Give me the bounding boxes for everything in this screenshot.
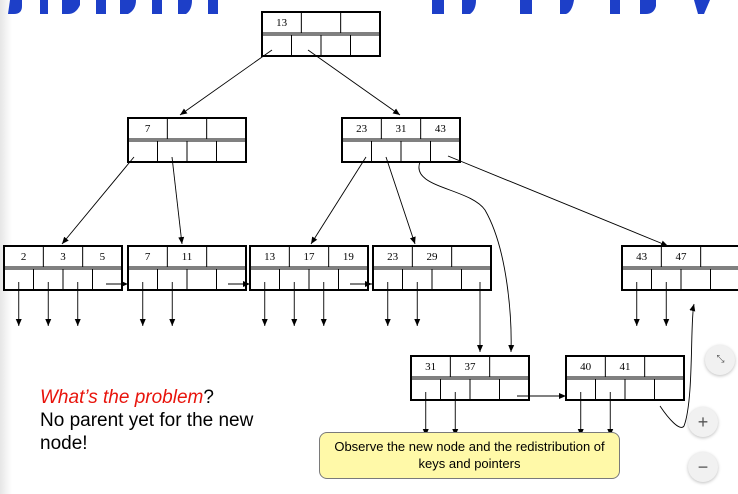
node-leaf7: 40 41	[565, 355, 685, 401]
node-leaf1: 2 3 5	[3, 245, 123, 291]
key-right-0: 23	[356, 123, 368, 135]
pointer-left-leaf1	[61, 156, 135, 245]
pointer-root-right	[307, 49, 401, 116]
record-pointers	[15, 282, 670, 436]
sibling-link-7-5	[659, 303, 696, 428]
problem-question-mark: ?	[203, 387, 214, 408]
key-right-1: 31	[396, 123, 407, 135]
key-leaf5-1: 47	[676, 251, 688, 263]
zoom-out-button[interactable]: −	[688, 452, 718, 482]
key-root-0: 13	[276, 17, 288, 29]
key-leaf6-0: 31	[425, 361, 436, 373]
key-leaf4-1: 29	[427, 251, 439, 263]
problem-question: What’s the problem	[40, 387, 204, 408]
key-leaf1-2: 5	[100, 251, 106, 263]
node-leaf2: 7 11	[127, 245, 247, 291]
observation-callout: Observe the new node and the redistribut…	[319, 432, 620, 479]
node-right: 23 31 43	[341, 117, 461, 163]
node-leaf3: 13 17 19	[249, 245, 369, 291]
key-leaf7-0: 40	[580, 361, 592, 373]
pointer-right-leaf5	[447, 155, 669, 247]
pointer-right-leaf3	[310, 156, 367, 245]
tree-pointers	[61, 49, 696, 428]
pointer-right-leaf6	[418, 161, 515, 353]
pointer-left-leaf2	[171, 156, 185, 245]
node-leaf4: 23 29	[372, 245, 492, 291]
node-root: 13	[261, 11, 381, 57]
key-leaf2-1: 11	[182, 251, 193, 263]
key-leaf6-1: 37	[465, 361, 477, 373]
key-left-0: 7	[145, 123, 151, 135]
key-right-2: 43	[435, 123, 447, 135]
key-leaf2-0: 7	[145, 251, 151, 263]
zoom-in-button[interactable]: +	[688, 407, 718, 437]
problem-statement: What’s the problem? No parent yet for th…	[40, 386, 300, 455]
key-leaf5-0: 43	[636, 251, 648, 263]
key-leaf3-1: 17	[304, 251, 316, 263]
pointer-right-leaf4	[385, 156, 416, 245]
node-leaf5: 43 47	[621, 245, 738, 291]
node-leaf6: 31 37	[410, 355, 530, 401]
collapse-icon[interactable]: ⤡	[705, 345, 735, 375]
pointer-root-left	[179, 49, 273, 116]
key-leaf1-0: 2	[21, 251, 27, 263]
key-leaf3-2: 19	[343, 251, 355, 263]
key-leaf7-1: 41	[620, 361, 631, 373]
problem-answer: No parent yet for the new node!	[40, 410, 254, 454]
callout-text: Observe the new node and the redistribut…	[334, 439, 605, 471]
key-leaf1-1: 3	[60, 251, 66, 263]
key-leaf3-0: 13	[264, 251, 276, 263]
slide-title-fragment	[8, 0, 710, 14]
node-left: 7	[127, 117, 247, 163]
key-leaf4-0: 23	[387, 251, 399, 263]
